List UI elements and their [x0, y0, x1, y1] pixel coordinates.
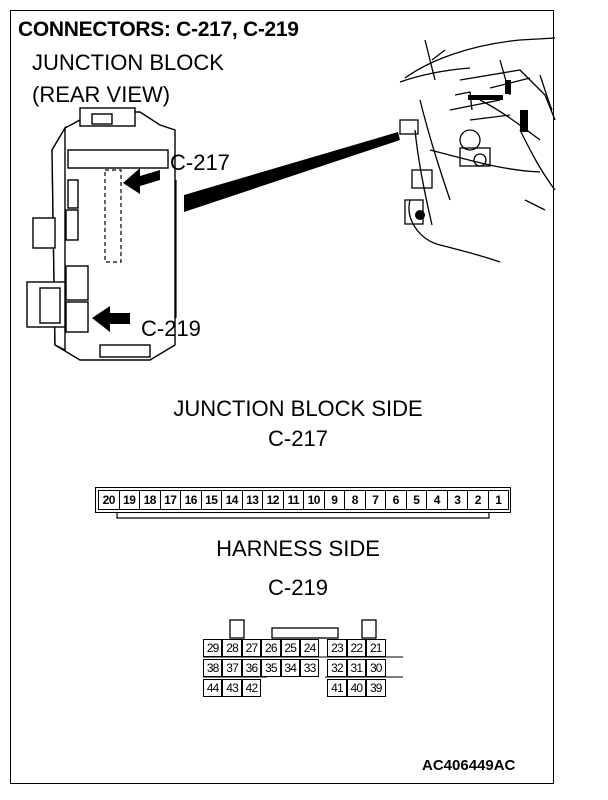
- c219-pin-22: 22: [346, 639, 367, 657]
- junction-block-side-heading: JUNCTION BLOCK SIDE: [173, 396, 423, 421]
- rear-view-label: (REAR VIEW): [32, 82, 171, 107]
- c219-pin-37: 37: [222, 659, 242, 677]
- c219-pin-36: 36: [241, 659, 262, 677]
- c219-pin-23: 23: [327, 639, 347, 657]
- c219-empty-cavity: [261, 679, 280, 697]
- figure-frame: [10, 10, 554, 784]
- c217-heading: C-217: [268, 426, 328, 451]
- c217-pin-1: 1: [487, 490, 509, 510]
- c219-pin-32: 32: [327, 659, 347, 677]
- c219-empty-cavity: [300, 679, 319, 697]
- c219-pin-34: 34: [280, 659, 300, 677]
- c219-pin-42: 42: [241, 679, 262, 697]
- harness-side-heading: HARNESS SIDE: [216, 536, 380, 561]
- junction-block-label: JUNCTION BLOCK: [32, 50, 224, 75]
- c219-pin-38: 38: [203, 659, 223, 677]
- c219-pin-29: 29: [203, 639, 223, 657]
- c219-pin-39: 39: [366, 679, 386, 697]
- c219-pin-44: 44: [203, 679, 223, 697]
- c217-callout-label: C-217: [170, 150, 230, 175]
- c219-pin-35: 35: [261, 659, 281, 677]
- c219-pin-27: 27: [241, 639, 262, 657]
- c217-connector-notch: [116, 512, 490, 519]
- c219-pin-43: 43: [222, 679, 242, 697]
- c219-pin-40: 40: [346, 679, 367, 697]
- c219-pin-28: 28: [222, 639, 242, 657]
- c219-pin-25: 25: [280, 639, 300, 657]
- c219-callout-label: C-219: [141, 316, 201, 341]
- figure-code: AC406449AC: [422, 757, 516, 774]
- figure-title: CONNECTORS: C-217, C-219: [18, 18, 299, 41]
- c219-empty-cavity: [281, 679, 300, 697]
- c219-pin-21: 21: [366, 639, 386, 657]
- c219-pin-41: 41: [327, 679, 347, 697]
- c219-pin-24: 24: [299, 639, 320, 657]
- c219-pin-33: 33: [299, 659, 320, 677]
- c219-pin-30: 30: [366, 659, 386, 677]
- c219-pin-31: 31: [346, 659, 367, 677]
- c219-pin-26: 26: [261, 639, 281, 657]
- c219-heading: C-219: [268, 575, 328, 600]
